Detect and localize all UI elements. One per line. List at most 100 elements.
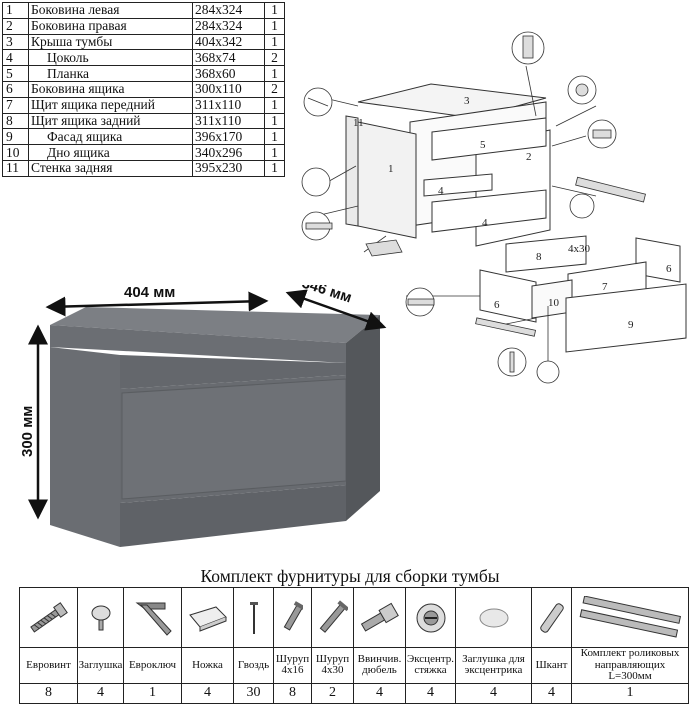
kit-item-qty: 2 <box>311 682 354 704</box>
kit-item-qty: 1 <box>123 682 182 704</box>
part-left-side <box>357 121 417 239</box>
part-bar <box>431 117 547 161</box>
kit-item-qty: 1 <box>571 682 689 704</box>
part-dim: 368x74 <box>192 49 265 67</box>
part-name: Щит ящика передний <box>28 96 193 114</box>
label-3: 3 <box>464 95 470 107</box>
kit-item-name: Евроключ <box>123 647 182 684</box>
cabinet-front <box>50 325 346 363</box>
part-name: Дно ящика <box>28 144 193 161</box>
cabinet-right-side <box>346 315 380 521</box>
kit-item-qty: 8 <box>19 682 78 704</box>
drawer-front <box>121 378 347 500</box>
part-dim: 404x342 <box>192 33 265 51</box>
part-qty: 1 <box>264 128 285 146</box>
part-qty: 1 <box>264 112 285 130</box>
part-name: Стенка задняя <box>28 159 193 177</box>
part-dim: 300x110 <box>192 80 265 98</box>
label-9: 9 <box>628 319 634 331</box>
kit-item-name: Эксцентр. стяжка <box>405 647 456 684</box>
part-name: Фасад ящика <box>28 128 193 146</box>
kit-item-name: Заглушка <box>77 647 124 684</box>
nightstand-product-image: 404 мм 346 мм 300 мм <box>19 285 387 547</box>
label-4b: 4 <box>482 217 488 229</box>
label-7: 7 <box>602 281 608 293</box>
part-num: 5 <box>2 65 29 82</box>
hardware-kit-title: Комплект фурнитуры для сборки тумбы <box>200 566 500 586</box>
part-drawer-side-left <box>479 269 537 323</box>
part-drawer-side-right <box>635 237 681 283</box>
part-name: Планка <box>28 65 193 82</box>
part-dim: 368x60 <box>192 65 265 82</box>
drawer-slide-icon <box>571 587 689 648</box>
part-drawer-back <box>505 235 587 273</box>
part-qty: 1 <box>264 159 285 177</box>
part-qty: 1 <box>264 65 285 82</box>
kit-item-name: Ножка <box>181 647 234 684</box>
dowel-icon <box>353 587 406 648</box>
hex-key-icon <box>123 587 182 648</box>
label-8: 8 <box>536 251 542 263</box>
part-dim: 311x110 <box>192 96 265 114</box>
label-5: 5 <box>480 139 486 151</box>
kit-item-qty: 30 <box>233 682 274 704</box>
part-dim: 340x296 <box>192 144 265 161</box>
label-2: 2 <box>526 151 532 163</box>
kit-item-qty: 4 <box>181 682 234 704</box>
height-label: 300 мм <box>19 406 36 457</box>
kit-item-qty: 4 <box>77 682 124 704</box>
part-qty: 1 <box>264 17 285 35</box>
part-num: 8 <box>2 112 29 130</box>
kit-item-name: Шкант <box>531 647 572 684</box>
part-name: Боковина левая <box>28 2 193 19</box>
part-num: 7 <box>2 96 29 114</box>
part-name: Крыша тумбы <box>28 33 193 51</box>
plinth <box>120 485 346 547</box>
part-dim: 311x110 <box>192 112 265 130</box>
label-4a: 4 <box>438 185 444 197</box>
part-name: Боковина ящика <box>28 80 193 98</box>
part-plinth <box>431 189 547 233</box>
width-dimension-arrow <box>45 291 269 317</box>
part-dim: 284x324 <box>192 2 265 19</box>
kit-item-qty: 4 <box>353 682 406 704</box>
part-qty: 1 <box>264 2 285 19</box>
cam-lock-icon <box>405 587 456 648</box>
part-name: Цоколь <box>28 49 193 67</box>
part-dim: 396x170 <box>192 128 265 146</box>
kit-item-name: Ввинчив. дюбель <box>353 647 406 684</box>
part-num: 6 <box>2 80 29 98</box>
part-qty: 2 <box>264 49 285 67</box>
part-num: 3 <box>2 33 29 51</box>
cap-icon <box>77 587 124 648</box>
part-drawer-facade <box>565 283 687 353</box>
part-num: 9 <box>2 128 29 146</box>
wood-dowel-icon <box>531 587 572 648</box>
label-note: 4x30 <box>568 243 591 255</box>
part-num: 10 <box>2 144 29 161</box>
part-name: Щит ящика задний <box>28 112 193 130</box>
long-screw-icon <box>311 587 354 648</box>
cabinet-left-side <box>50 347 120 547</box>
kit-item-name: Шуруп 4х16 <box>273 647 312 684</box>
depth-label: 346 мм <box>300 285 354 307</box>
label-6-right: 6 <box>666 263 672 275</box>
part-num: 2 <box>2 17 29 35</box>
part-qty: 1 <box>264 144 285 161</box>
part-num: 11 <box>2 159 29 177</box>
foot-icon <box>181 587 234 648</box>
kit-item-name: Евровинт <box>19 647 78 684</box>
kit-item-name: Гвоздь <box>233 647 274 684</box>
kit-item-name: Комплект роликовых направляющих L=300мм <box>571 647 689 684</box>
part-qty: 1 <box>264 96 285 114</box>
depth-dimension-arrow <box>285 289 387 331</box>
